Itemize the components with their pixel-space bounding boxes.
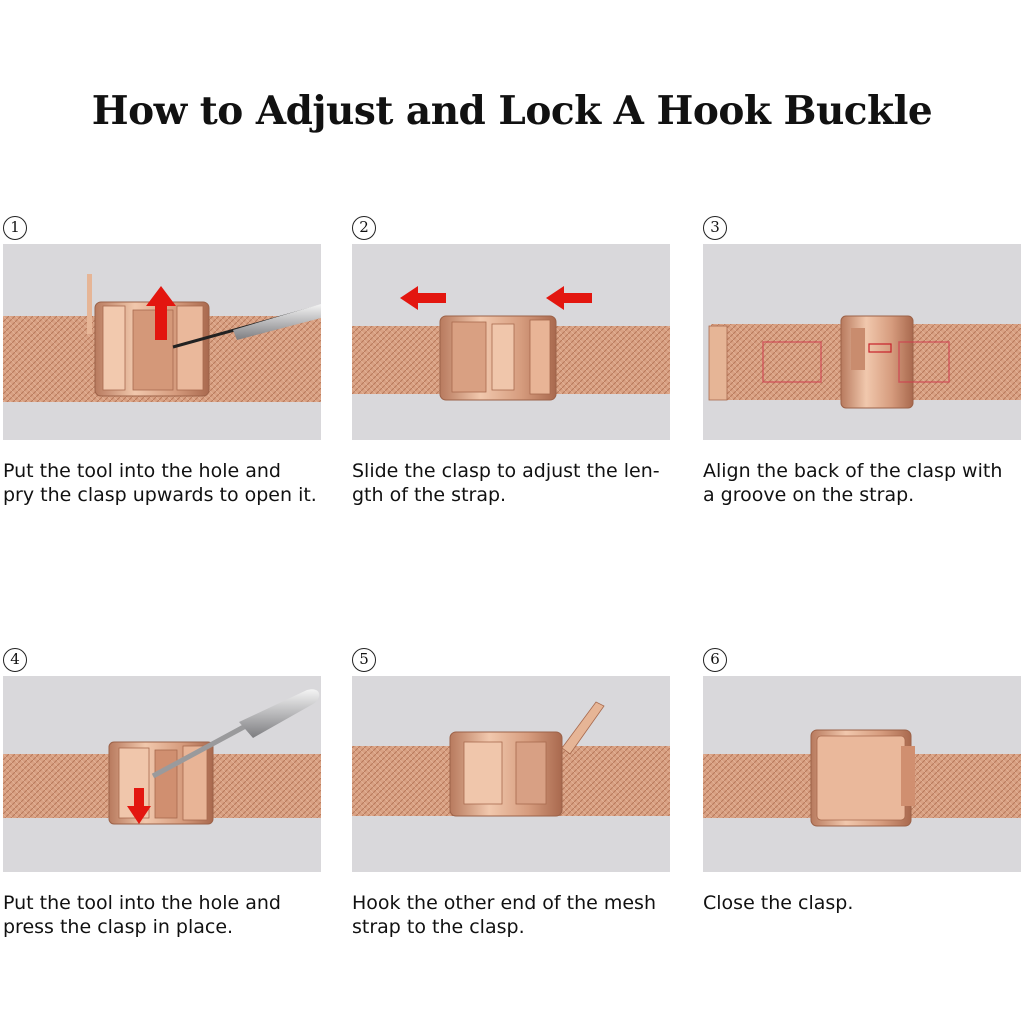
step-1-photo: [3, 244, 321, 440]
step-5-photo: [352, 676, 670, 872]
step-number-badge: 6: [703, 648, 727, 672]
step-number-badge: 4: [3, 648, 27, 672]
step-number-badge: 5: [352, 648, 376, 672]
page-title: How to Adjust and Lock A Hook Buckle: [91, 88, 933, 134]
step-number-badge: 1: [3, 216, 27, 240]
step-6-photo: [703, 676, 1021, 872]
step-4-photo: [3, 676, 321, 872]
step-3-photo: [703, 244, 1021, 440]
step-caption: Put the tool into the hole and pry the c…: [3, 460, 317, 506]
step-caption: Put the tool into the hole and press the…: [3, 892, 281, 938]
step-caption: Align the back of the clasp with a groov…: [703, 460, 1003, 506]
step-number-badge: 2: [352, 216, 376, 240]
step-caption: Slide the clasp to adjust the len- gth o…: [352, 460, 660, 506]
step-caption: Close the clasp.: [703, 892, 854, 914]
step-number-badge: 3: [703, 216, 727, 240]
step-2-photo: [352, 244, 670, 440]
step-caption: Hook the other end of the mesh strap to …: [352, 892, 656, 938]
